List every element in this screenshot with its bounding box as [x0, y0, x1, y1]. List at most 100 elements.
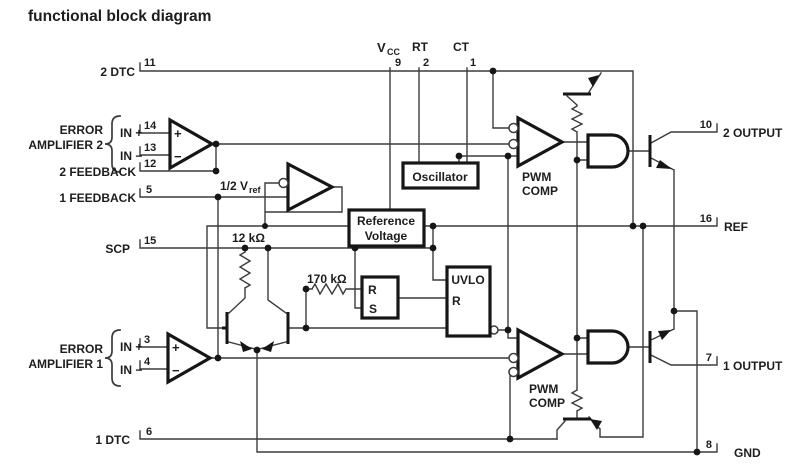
ea2-brace: [104, 115, 121, 173]
comp2-bubble-2: [508, 138, 519, 150]
comp1-bubble-2: [508, 366, 519, 378]
pin-1output-label: 1 OUTPUT: [723, 359, 783, 373]
uvlo-r-input-label: R: [452, 294, 461, 308]
pin-1-number: 1: [470, 57, 476, 69]
pin-4-label: IN −: [120, 363, 142, 377]
ea1-label-line1: ERROR: [60, 342, 104, 356]
and-gate-1: [586, 329, 630, 365]
pin-11-number: 11: [144, 57, 156, 69]
pin-6-number: 6: [146, 426, 152, 438]
ea1-label-line2: AMPLIFIER 1: [28, 357, 103, 371]
and-gate-2: [586, 133, 630, 169]
pin-rt-label: RT: [412, 40, 429, 54]
pin-10-number: 10: [700, 119, 712, 131]
wire-ref: [423, 217, 718, 227]
error-amplifier-1-symbol: [166, 331, 214, 385]
pin-14-number: 14: [144, 120, 157, 132]
pin-14-label: IN +: [120, 126, 142, 140]
pin-12-number: 12: [144, 158, 156, 170]
wire-2dtc: [139, 62, 634, 227]
reference-voltage-line1: Reference: [357, 214, 415, 228]
pin-9-number: 9: [395, 57, 401, 69]
braces: [104, 115, 121, 387]
half-vref-sub: ref: [249, 185, 262, 195]
reference-voltage-box: [347, 208, 426, 248]
pin-ref-label: REF: [724, 220, 748, 234]
pwm-comp-1-label-line1: PWM: [529, 382, 558, 396]
pin-3-label: IN +: [120, 340, 142, 354]
reference-voltage-line2: Voltage: [365, 229, 408, 243]
wire-top-pins: [389, 67, 468, 211]
ea2-plus-sign: +: [174, 126, 182, 141]
comp2-bubble-1: [508, 122, 519, 134]
pin-2feedback-label: 2 FEEDBACK: [59, 165, 136, 179]
pin-16-number: 16: [700, 213, 712, 225]
pin-1feedback-label: 1 FEEDBACK: [59, 191, 136, 205]
ea1-brace: [104, 329, 121, 387]
deadtime2-arrow: [588, 75, 599, 87]
uvlo-box: [445, 265, 492, 338]
rs-latch-box: [360, 275, 400, 320]
wire-scp: [139, 239, 434, 249]
pin-vcc-label: V: [377, 40, 386, 55]
q2-emitter-arrow: [656, 160, 672, 169]
pin-15-number: 15: [144, 235, 156, 247]
buffer-input-bubble: [278, 177, 289, 189]
function-boxes: [347, 161, 492, 338]
pwm-comp-1-label-line2: COMP: [529, 396, 565, 410]
pwm-comp-2-symbol: [516, 115, 566, 169]
pin-2dtc-label: 2 DTC: [100, 65, 135, 79]
pwm-comp-1-symbol: [516, 327, 566, 381]
wire-deadtime-chain: [566, 72, 602, 418]
deadtime1-arrow: [590, 419, 602, 430]
transistor-arrows: [240, 75, 672, 430]
vref-buffer-symbol: [286, 161, 336, 213]
oscillator-label: Oscillator: [412, 170, 468, 184]
wire-12k-resistor: [228, 247, 252, 314]
wire-1dtc: [139, 371, 558, 440]
latch-s-label: S: [369, 302, 377, 316]
junction-dots: [212, 67, 701, 456]
and-gates: [586, 133, 630, 365]
pin-7-number: 7: [706, 352, 712, 364]
q1-emitter-arrow: [658, 330, 671, 340]
pin-4-number: 4: [144, 356, 151, 368]
wire-170k: [305, 247, 363, 329]
pin-vcc-sub: CC: [387, 47, 400, 57]
wire-ea1: [139, 338, 510, 370]
transistor-bars: [222, 92, 652, 421]
pwm-comp-2-label-line1: PWM: [522, 170, 551, 184]
pin-3-number: 3: [144, 334, 150, 346]
r170k-label: 170 kΩ: [307, 272, 347, 286]
ea2-minus-sign: −: [174, 149, 182, 164]
wire-oscillator-out: [458, 155, 519, 339]
pin-13-label: IN −: [120, 149, 142, 163]
input-bubbles: [278, 122, 519, 378]
r12k-label: 12 kΩ: [232, 231, 265, 245]
wire-2feedback: [139, 143, 217, 172]
pin-2output-label: 2 OUTPUT: [723, 126, 783, 140]
latch-r-label: R: [368, 283, 377, 297]
pwm-comp-2-label-line2: COMP: [522, 184, 558, 198]
wire-ea2-inputs: [139, 124, 171, 156]
ea1-minus-sign: −: [172, 363, 180, 378]
ea1-plus-sign: +: [172, 340, 180, 355]
pin-scp-label: SCP: [105, 242, 130, 256]
comp1-bubble-1: [508, 352, 519, 364]
uvlo-label: UVLO: [451, 273, 484, 287]
pin-2-number: 2: [423, 57, 429, 69]
wire-half-vref: [206, 182, 350, 329]
pin-8-number: 8: [706, 439, 712, 451]
ea2-label-line1: ERROR: [60, 123, 104, 137]
wire-1feedback: [139, 188, 289, 359]
emitter-arrow-left: [240, 341, 252, 352]
wire-network: [139, 62, 718, 453]
pin-1dtc-label: 1 DTC: [95, 433, 130, 447]
wire-2dtc-to-comp2: [492, 70, 510, 129]
wire-right-collector: [267, 247, 287, 314]
oscillator-box: [401, 161, 480, 190]
half-vref-label: 1/2 V: [220, 179, 248, 193]
wire-q2: [650, 123, 718, 312]
